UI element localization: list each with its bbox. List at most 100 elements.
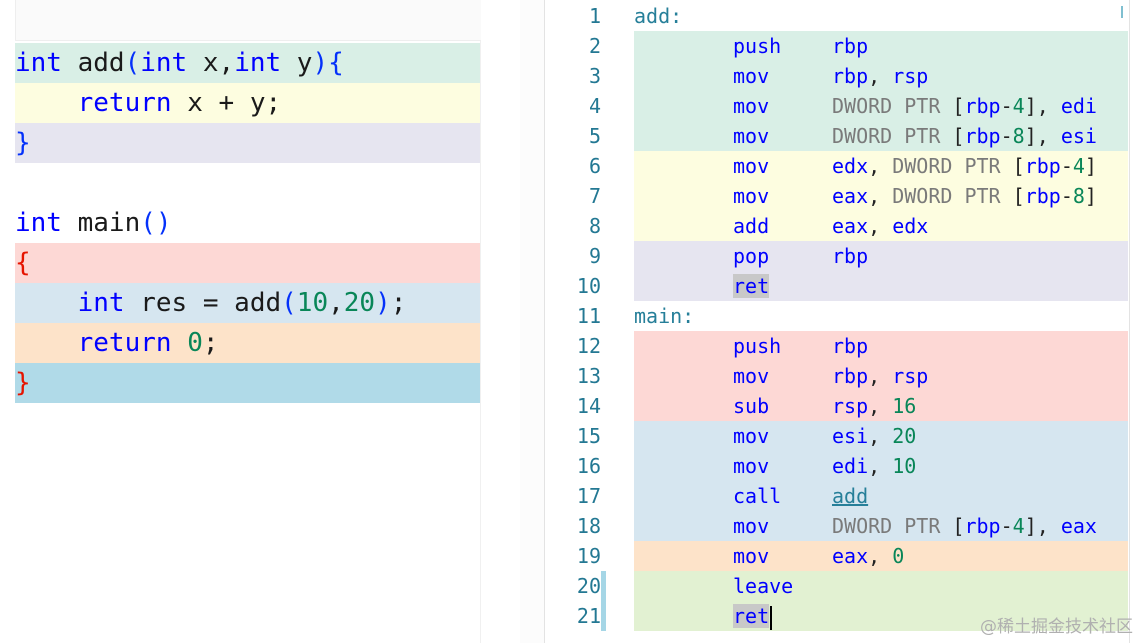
gutter-change-marker	[601, 571, 606, 601]
operand-token: ,	[868, 64, 893, 88]
operand-token: [	[952, 94, 965, 118]
asm-line[interactable]: 1 add:	[545, 1, 1129, 31]
code-token: ,	[328, 288, 344, 318]
code-token: return	[77, 328, 172, 358]
operand-token: ,	[868, 394, 893, 418]
line-highlight	[634, 541, 1128, 571]
pane-divider[interactable]	[520, 0, 545, 643]
source-line[interactable]: int res = add(10,20);	[15, 283, 480, 323]
line-number: 5	[588, 124, 601, 148]
scroll-marker-icon	[1117, 6, 1123, 18]
line-number: 1	[588, 4, 601, 28]
source-line[interactable]: return 0;	[15, 323, 480, 363]
asm-label: add:	[634, 4, 683, 28]
code-token: int	[234, 48, 282, 78]
line-number: 13	[576, 364, 601, 388]
symbol-link[interactable]: add	[832, 484, 869, 508]
operand-token: -	[1060, 154, 1073, 178]
operand-token: rsp	[892, 364, 929, 388]
code-token: return	[77, 88, 172, 118]
code-token: }	[15, 128, 31, 158]
operand-token: DWORD PTR	[832, 124, 953, 148]
mnemonic-text: ret	[733, 274, 770, 298]
asm-mnemonic: mov	[733, 361, 769, 391]
line-highlight	[634, 241, 1128, 271]
operand-token: ,	[868, 214, 893, 238]
source-line[interactable]: return x + y;	[15, 83, 480, 123]
asm-operands: rbp	[832, 241, 868, 271]
asm-mnemonic: mov	[733, 121, 769, 151]
source-editor-pane[interactable]: int add(int x,int y){ return x + y;} int …	[0, 0, 481, 643]
operand-token: rsp	[892, 64, 929, 88]
operand-token: -	[1000, 94, 1013, 118]
asm-operands: rbp, rsp	[832, 361, 928, 391]
source-line[interactable]	[15, 163, 480, 203]
mnemonic-text: pop	[733, 244, 770, 268]
operand-token: ],	[1024, 124, 1061, 148]
asm-operands: eax, DWORD PTR [rbp-8]	[832, 181, 1097, 211]
code-token: int	[15, 48, 62, 78]
mnemonic-text: add	[733, 214, 770, 238]
asm-line[interactable]: 11 main:	[545, 301, 1129, 331]
source-line[interactable]: {	[15, 243, 480, 283]
asm-operands: eax, 0	[832, 541, 904, 571]
mnemonic-text: push	[733, 334, 782, 358]
line-highlight	[634, 61, 1128, 91]
asm-line[interactable]: 13 mov rbp, rsp	[545, 361, 1129, 391]
asm-operands: eax, edx	[832, 211, 928, 241]
line-number: 21	[576, 604, 601, 628]
asm-operands: edx, DWORD PTR [rbp-4]	[832, 151, 1097, 181]
source-line[interactable]: }	[15, 363, 480, 403]
source-line[interactable]: int add(int x,int y){	[15, 43, 480, 83]
operand-token: ]	[1084, 154, 1097, 178]
asm-mnemonic: mov	[733, 541, 769, 571]
mnemonic-text: mov	[733, 544, 770, 568]
operand-token: ,	[868, 454, 893, 478]
asm-mnemonic: mov	[733, 511, 769, 541]
operand-token: 20	[892, 424, 917, 448]
operand-token: rbp	[832, 244, 869, 268]
operand-token: [	[1012, 184, 1025, 208]
operand-token: rbp	[832, 334, 869, 358]
source-line[interactable]: }	[15, 123, 480, 163]
line-number: 11	[576, 304, 601, 328]
mnemonic-text: push	[733, 34, 782, 58]
operand-token: ,	[868, 424, 893, 448]
operand-token: ,	[868, 154, 893, 178]
code-token: }	[15, 368, 31, 398]
line-highlight	[634, 91, 1128, 121]
source-line[interactable]: int main()	[15, 203, 480, 243]
operand-token: ],	[1024, 514, 1061, 538]
asm-mnemonic: mov	[733, 151, 769, 181]
operand-token: rbp	[832, 364, 869, 388]
line-highlight	[634, 391, 1128, 421]
asm-label: main:	[634, 304, 695, 328]
operand-token: rbp	[964, 94, 1001, 118]
line-highlight	[634, 151, 1128, 181]
code-token	[15, 288, 78, 318]
mnemonic-text: mov	[733, 364, 770, 388]
operand-token: [	[952, 124, 965, 148]
asm-operands: rbp	[832, 331, 868, 361]
operand-token: 4	[1072, 154, 1085, 178]
operand-token: rbp	[964, 124, 1001, 148]
